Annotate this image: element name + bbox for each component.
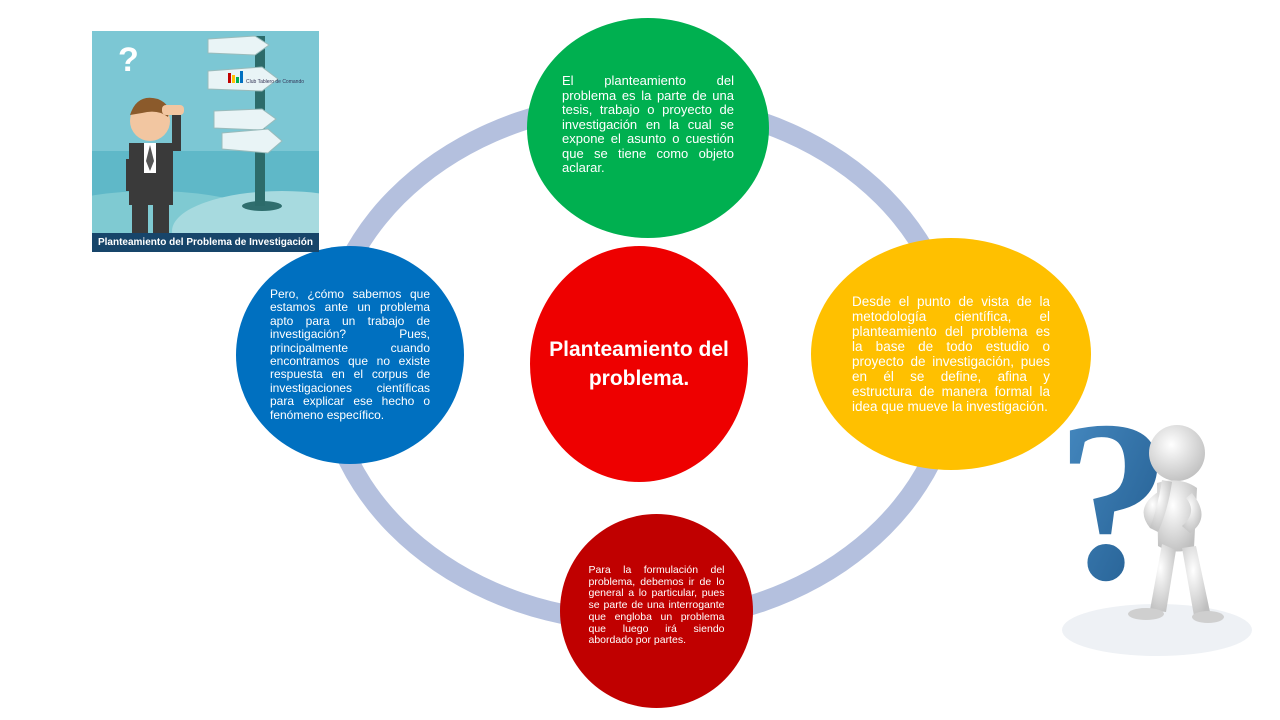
illustration-caption: Planteamiento del Problema de Investigac… [92,233,319,252]
left-bubble-text: Pero, ¿cómo sabemos que estamos ante un … [270,286,430,422]
bottom-bubble-text: Para la formulación del problema, debemo… [588,563,725,647]
sign-logo-text: Club Tablero de Comando [246,79,304,85]
center-bubble: Planteamiento del problema. [530,246,748,482]
thinking-figure-illustration: ? [1056,373,1277,660]
right-bubble-text: Desde el punto de vista de la metodologí… [852,293,1050,415]
thinking-figure-image: ? [1056,373,1252,656]
top-bubble: El planteamiento del problema es la part… [527,18,769,238]
confused-man-illustration: Club Tablero de Comando ? [92,31,319,252]
right-bubble: Desde el punto de vista de la metodologí… [811,238,1091,470]
signpost-scene-image: Club Tablero de Comando ? [92,31,319,252]
question-mark-icon: ? [118,41,139,79]
center-title: Planteamiento del problema. [549,337,729,390]
left-bubble: Pero, ¿cómo sabemos que estamos ante un … [236,246,464,464]
bottom-bubble: Para la formulación del problema, debemo… [560,514,753,708]
top-bubble-text: El planteamiento del problema es la part… [562,73,734,176]
